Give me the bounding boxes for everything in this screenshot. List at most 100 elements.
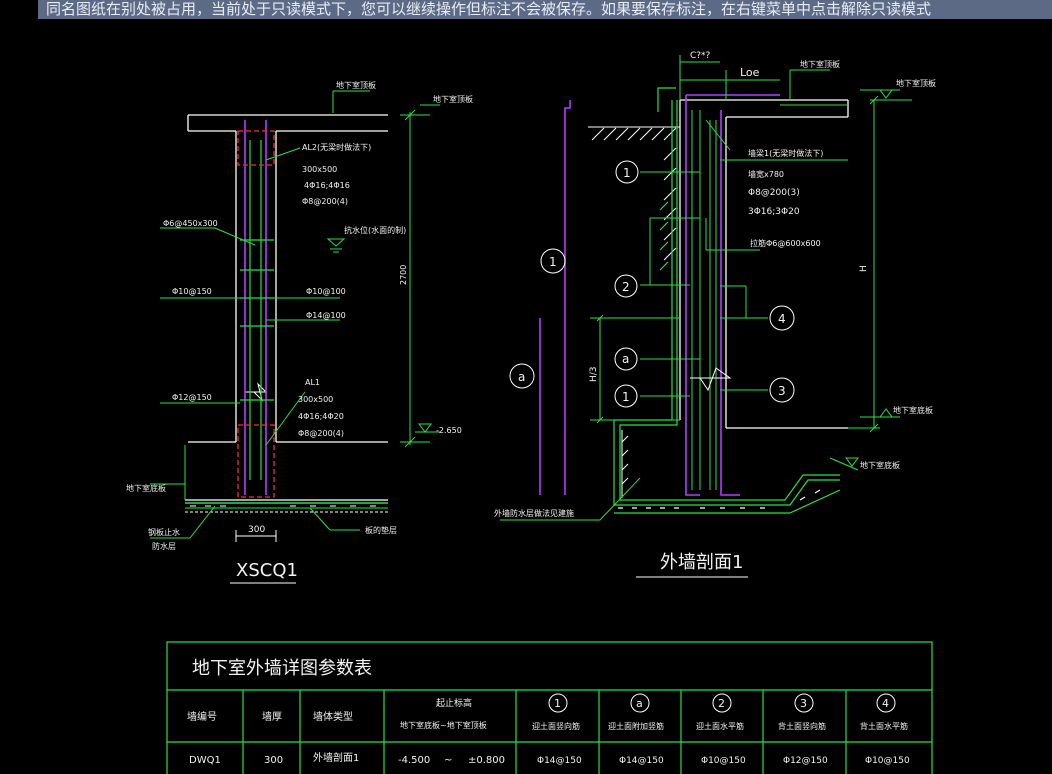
right-bottom-label2: 地下室底板: [860, 460, 900, 470]
right-dim-top: C?*?: [690, 51, 711, 61]
left-al1-size: 300x500: [298, 395, 333, 404]
marker-2: [614, 274, 638, 298]
table-header-thickness: 墙厚: [262, 710, 282, 723]
table-cell-wall-no: DWQ1: [189, 755, 221, 766]
left-thickness: 300: [248, 525, 265, 535]
right-break-symbol: [690, 367, 732, 392]
left-al2-stirrup: Φ8@200(4): [302, 197, 348, 206]
left-tie-bar: Φ6@450x300: [163, 219, 218, 228]
right-loe: Loe: [740, 66, 760, 79]
left-dimension: [400, 109, 430, 448]
table-cell-elev-to: ±0.800: [468, 755, 505, 766]
left-height-dim: 2700: [399, 265, 408, 285]
left-water-level: 抗水位(水面的制): [344, 225, 406, 235]
marker-4-label: 4: [778, 312, 786, 326]
table-header-c1-mark: 1: [554, 697, 561, 710]
left-wp-label2: 防水层: [152, 541, 176, 551]
right-rebars: [539, 94, 780, 496]
left-al2-size: 300x500: [302, 165, 337, 174]
left-al2-label: AL2(无梁时做法下): [302, 142, 371, 152]
table-header-c4-mark: 3: [800, 697, 807, 710]
right-bars: [500, 55, 912, 521]
marker-1-b: [540, 248, 566, 274]
left-top-slab: [185, 114, 388, 501]
left-break-symbol: [245, 382, 268, 402]
right-h3-label: H/3: [589, 366, 599, 382]
right-wall-outline: [679, 99, 849, 429]
table-cell-type: 外墙剖面1: [313, 751, 359, 764]
table-header-elev: 起止标高: [436, 697, 472, 709]
marker-4: [769, 305, 795, 331]
left-rebars: [244, 120, 267, 495]
left-waterproofing: [185, 502, 388, 513]
marker-1-a-label: 1: [623, 166, 631, 180]
table-cell-c4: Φ12@150: [783, 756, 828, 766]
table-header-circles: [548, 693, 896, 713]
left-elevation: -2.650: [436, 426, 462, 435]
left-al1-stirrup: Φ8@200(4): [298, 429, 344, 438]
marker-1-a: [615, 160, 639, 184]
marker-1-c: [614, 384, 638, 408]
read-only-banner: 同名图纸在别处被占用，当前处于只读模式下，您可以继续操作但标注不会被保存。如果要…: [38, 0, 1052, 19]
left-bar-left2: Φ12@150: [172, 393, 212, 402]
right-beam-label: 墙梁1(无梁时做法下): [748, 148, 823, 158]
table-header-c5-mark: 4: [882, 697, 889, 710]
left-leaders: [150, 90, 440, 539]
table-cell-c2: Φ14@150: [619, 756, 664, 766]
marker-2-label: 2: [622, 280, 630, 294]
marker-a-a-label: a: [622, 352, 629, 366]
left-horizontal-bars: [240, 140, 274, 480]
table-cell-c1: Φ14@150: [537, 756, 582, 766]
left-floor-label: 地下室底板: [126, 483, 166, 493]
table-header-c2-sub: 迎土面附加竖筋: [608, 721, 664, 731]
left-beam-outlines: [237, 130, 275, 498]
marker-a-b-label: a: [518, 370, 525, 384]
left-al1-bars: 4Φ16;4Φ20: [298, 412, 344, 421]
left-bar-right2: Φ14@100: [306, 311, 346, 320]
right-wp-label: 外墙防水层做法见建施: [494, 508, 574, 518]
table-cell-c3: Φ10@150: [701, 756, 746, 766]
left-wp-label1: 钢板止水: [148, 527, 180, 537]
table-header-type: 墙体类型: [313, 710, 353, 723]
right-top-label2: 地下室顶板: [896, 78, 936, 88]
right-beam-width: 墙宽x780: [748, 169, 784, 179]
right-beam-stirrup: Φ8@200(3): [748, 188, 800, 198]
right-wall-detail: 1 1 2 4 a a 3 1 C?*? Loe 地下室顶板 地下室顶板 墙梁1…: [494, 51, 936, 578]
right-soil-hatch: [588, 126, 680, 261]
water-level-icon: [326, 238, 346, 253]
table-header-c1-sub: 迎土面竖向筋: [532, 721, 580, 731]
marker-1-b-label: 1: [549, 255, 557, 269]
right-bottom-slab-hatch: [621, 430, 629, 498]
parameter-table: 地下室外墙详图参数表 墙编号 墙厚 墙体类型 起止标高 地下室底板~地下室顶板 …: [166, 641, 933, 774]
right-h-label: H: [859, 265, 869, 272]
table-cell-c5: Φ10@150: [865, 756, 910, 766]
table-header-c3-sub: 迎土面水平筋: [696, 721, 744, 731]
left-top-slab-label2: 地下室顶板: [433, 94, 473, 104]
table-cell-elev-from: -4.500: [398, 755, 430, 766]
left-bar-right1: Φ10@100: [306, 287, 346, 296]
right-bottom-label: 地下室底板: [893, 405, 933, 415]
right-elevation-icons: [845, 89, 893, 467]
right-detail-title: 外墙剖面1: [660, 552, 743, 573]
marker-a-a: [614, 347, 638, 371]
left-al1-label: AL1: [305, 378, 320, 387]
marker-3-label: 3: [778, 384, 786, 398]
marker-a-b: [509, 363, 535, 389]
table-header-c2-mark: a: [636, 697, 643, 710]
table-title: 地下室外墙详图参数表: [192, 658, 372, 679]
table-header-c5-sub: 背土面水平筋: [860, 721, 908, 731]
marker-1-c-label: 1: [622, 390, 630, 404]
right-markers: [509, 160, 795, 408]
table-header-elev-sub: 地下室底板~地下室顶板: [400, 720, 487, 730]
left-bar-left1: Φ10@150: [172, 287, 212, 296]
right-tie-bar: 拉筋Φ6@600x600: [750, 238, 821, 248]
right-beam-bars: 3Φ16;3Φ20: [748, 207, 800, 217]
table-cell-thickness: 300: [264, 755, 283, 766]
table-header-c4-sub: 背土面竖向筋: [778, 721, 826, 731]
table-cell-tilde: ~: [444, 755, 452, 766]
left-thickness-dim: [235, 530, 277, 542]
left-bottom-right-label: 板的垫层: [365, 525, 397, 535]
left-top-slab-label: 地下室顶板: [336, 80, 376, 90]
right-top-label1: 地下室顶板: [800, 59, 840, 69]
